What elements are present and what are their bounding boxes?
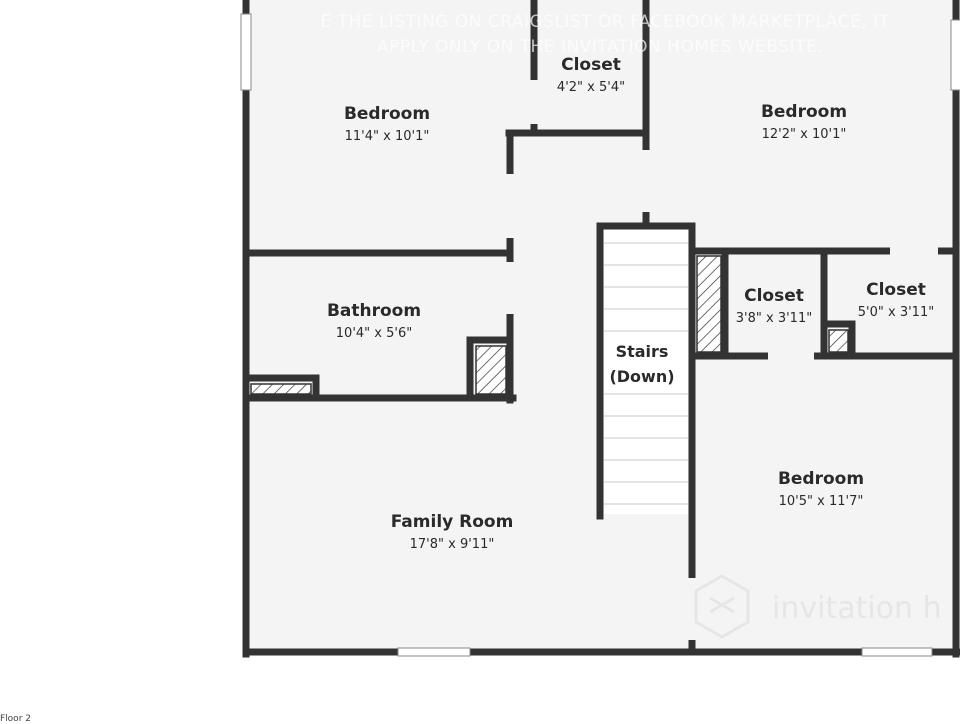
room-bedroom-nw: Bedroom 11'4" x 10'1" bbox=[344, 104, 430, 144]
windows bbox=[240, 13, 960, 657]
watermark-line1: E THE LISTING ON CRAIGSLIST OR FACEBOOK … bbox=[320, 12, 889, 32]
room-dimensions: 3'8" x 3'11" bbox=[736, 311, 812, 326]
brand-watermark: invitation h bbox=[694, 574, 942, 639]
room-name: Closet bbox=[561, 55, 621, 75]
room-bedroom-ne: Bedroom 12'2" x 10'1" bbox=[761, 102, 847, 142]
room-name: Bathroom bbox=[327, 301, 421, 321]
room-name: Bedroom bbox=[761, 102, 847, 122]
stairs-label: Stairs (Down) bbox=[606, 336, 686, 392]
room-dimensions: 10'4" x 5'6" bbox=[336, 326, 412, 341]
room-name: Family Room bbox=[391, 512, 514, 532]
room-dimensions: 5'0" x 3'11" bbox=[858, 305, 934, 320]
room-family-room: Family Room 17'8" x 9'11" bbox=[391, 512, 514, 552]
outer-walls bbox=[242, 0, 960, 658]
room-name: Bedroom bbox=[778, 469, 864, 489]
brand-text: invitation h bbox=[772, 591, 942, 626]
floor-label: Floor 2 bbox=[0, 714, 31, 724]
room-name: Bedroom bbox=[344, 104, 430, 124]
room-closet-right: Closet 5'0" x 3'11" bbox=[858, 280, 934, 320]
room-dimensions: 17'8" x 9'11" bbox=[410, 537, 495, 552]
room-bedroom-se: Bedroom 10'5" x 11'7" bbox=[778, 469, 864, 509]
room-name: Closet bbox=[866, 280, 926, 300]
interior-walls bbox=[245, 0, 960, 656]
room-closet-mid: Closet 3'8" x 3'11" bbox=[736, 286, 812, 326]
door-openings bbox=[505, 80, 938, 640]
room-dimensions: 4'2" x 5'4" bbox=[557, 80, 625, 95]
stairs-line1: Stairs bbox=[616, 342, 669, 361]
stairs-line2: (Down) bbox=[609, 367, 674, 386]
room-bathroom: Bathroom 10'4" x 5'6" bbox=[327, 301, 421, 341]
brand-logo-icon bbox=[694, 574, 750, 639]
hatched-fixtures bbox=[250, 255, 849, 395]
room-dimensions: 12'2" x 10'1" bbox=[762, 127, 847, 142]
room-dimensions: 11'4" x 10'1" bbox=[345, 129, 430, 144]
room-closet-top: Closet 4'2" x 5'4" bbox=[557, 55, 625, 95]
room-name: Closet bbox=[744, 286, 804, 306]
watermark-line2: APPLY ONLY ON THE INVITATION HOMES WEBSI… bbox=[377, 37, 823, 57]
room-dimensions: 10'5" x 11'7" bbox=[779, 494, 864, 509]
